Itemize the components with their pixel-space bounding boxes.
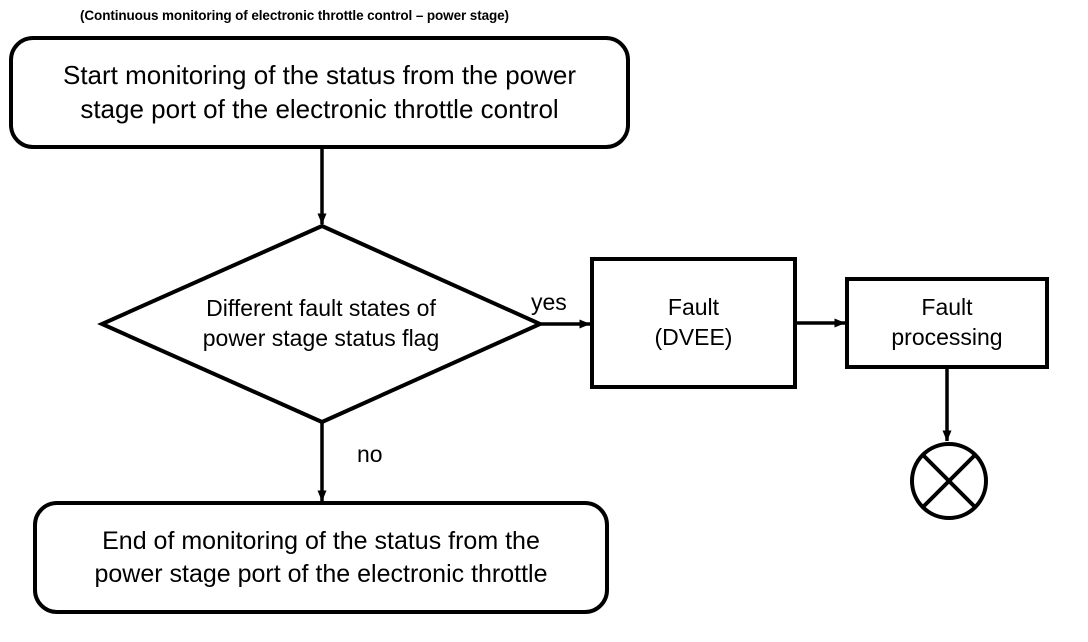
- diagram-title: (Continuous monitoring of electronic thr…: [80, 8, 509, 23]
- node-end-shape[interactable]: [33, 501, 609, 614]
- node-decision-shape[interactable]: [97, 223, 545, 425]
- connector-cross-stroke-2: [921, 453, 977, 509]
- node-fault-shape[interactable]: [590, 257, 797, 389]
- node-start-shape[interactable]: [9, 36, 630, 149]
- node-fault-processing-shape[interactable]: [845, 277, 1049, 369]
